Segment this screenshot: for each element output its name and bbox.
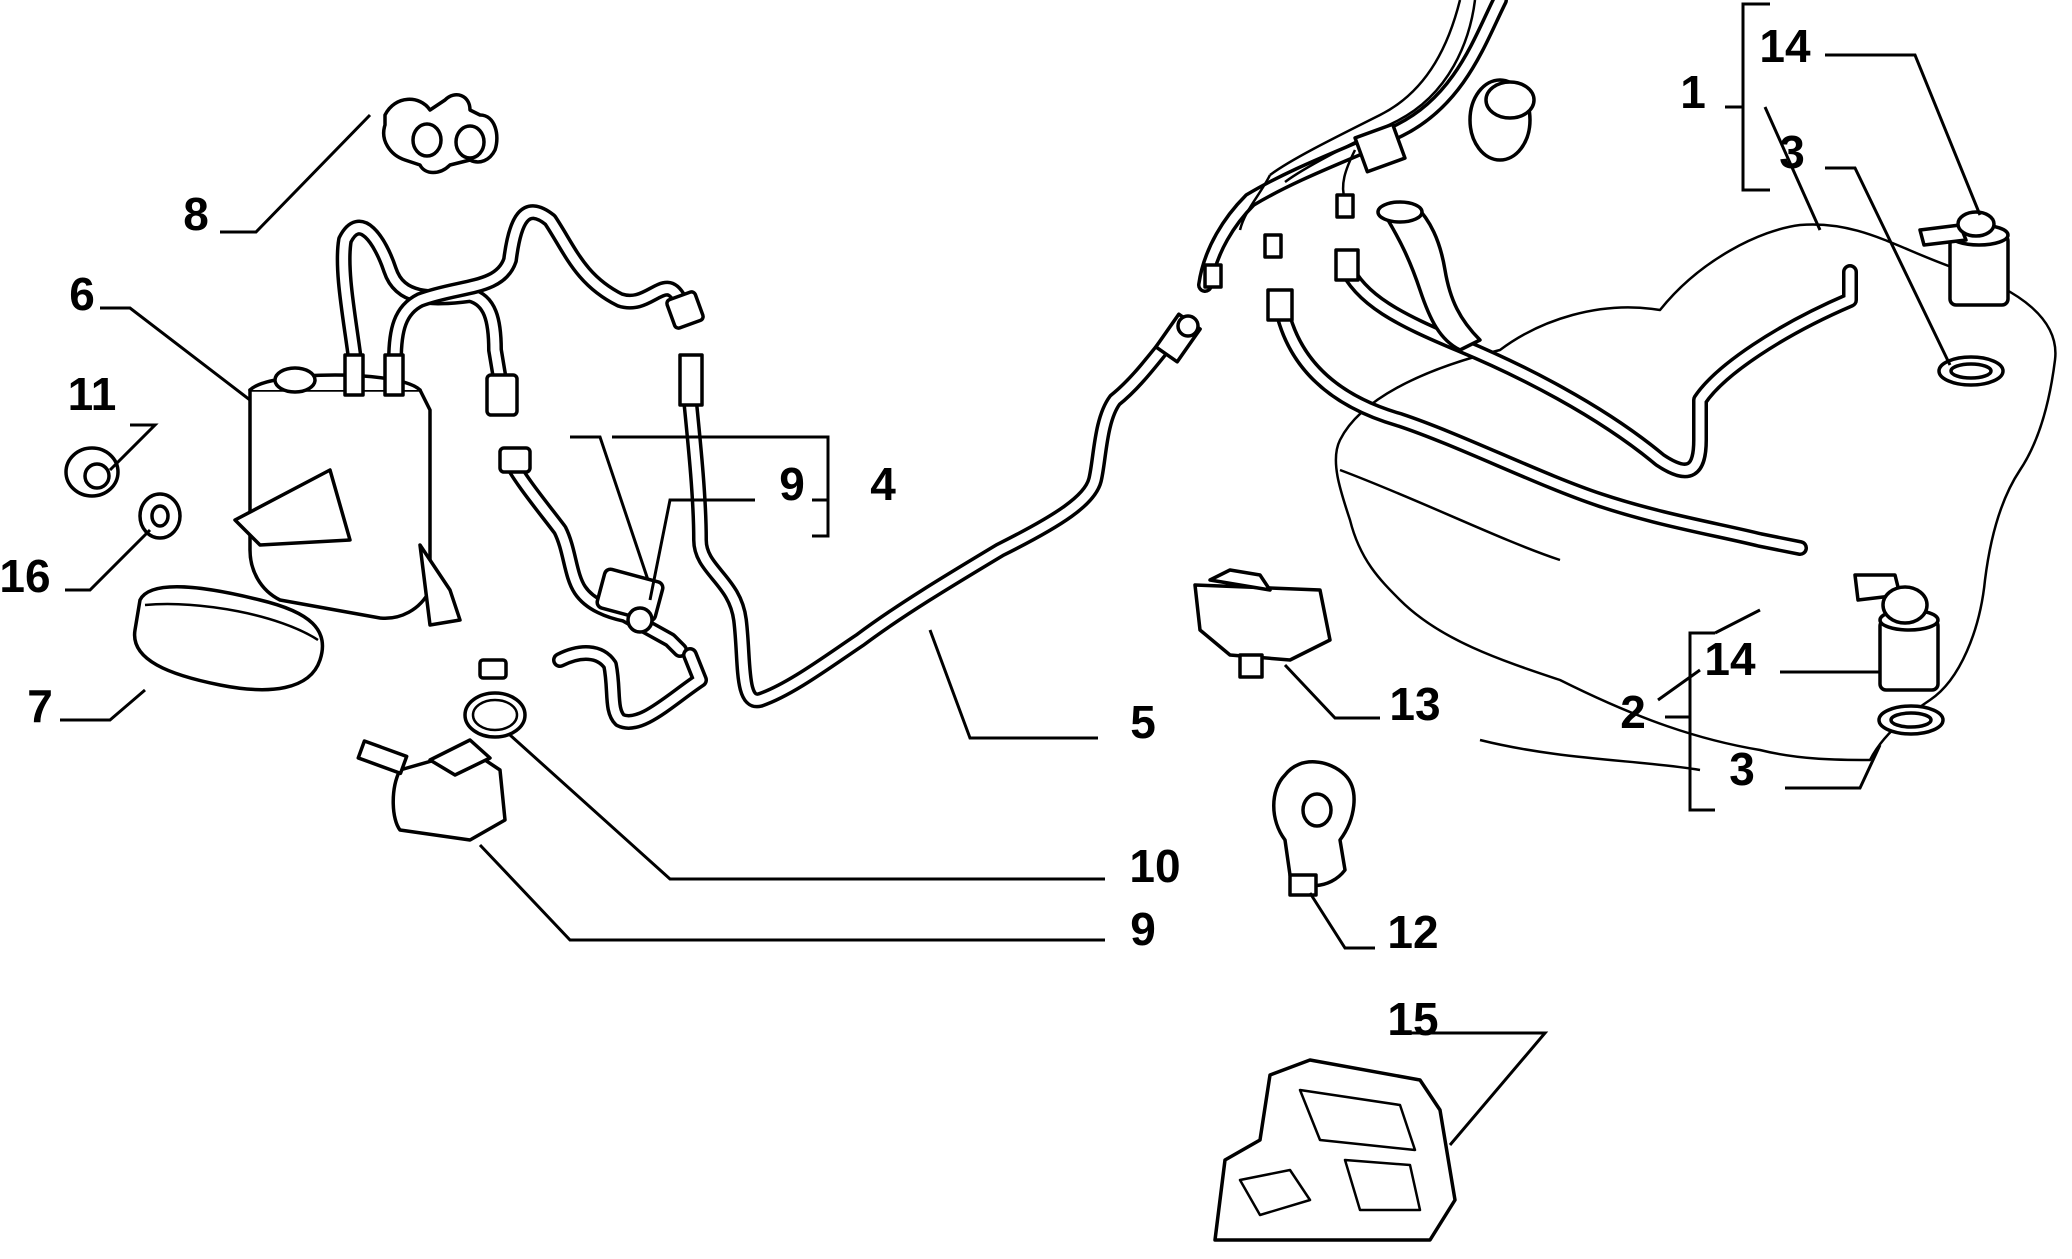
callout-16: 16 [0, 550, 51, 602]
solenoid-13 [1193, 568, 1332, 679]
callout-labels: 1 14 3 8 6 11 9 4 16 7 5 13 2 14 3 10 9 … [0, 20, 1811, 1045]
callout-13: 13 [1389, 678, 1440, 730]
seal-bottom [1877, 704, 1945, 736]
solenoid-valve [356, 738, 507, 842]
fuel-tank-outline [1334, 223, 2057, 772]
washer [138, 492, 182, 540]
canister-cover [132, 585, 325, 692]
callout-12: 12 [1387, 906, 1438, 958]
hose-assembly-4 [498, 446, 708, 730]
double-pipe-clip [382, 93, 499, 175]
leader-lines [60, 2, 1982, 1146]
callout-11: 11 [68, 368, 117, 420]
fuel-pipe-5 [678, 312, 1202, 709]
callout-10: 10 [1129, 840, 1180, 892]
pipe-clip-12 [1272, 760, 1356, 897]
callout-14-top: 14 [1759, 20, 1811, 72]
fuel-pump-bottom [1853, 573, 1940, 692]
tank-pipe-2 [1266, 288, 1808, 556]
evaporative-canister [233, 353, 462, 627]
fuel-pump-top [1918, 210, 2010, 307]
callout-2: 2 [1620, 686, 1646, 738]
seal-top [1937, 355, 2005, 387]
callout-6: 6 [69, 268, 95, 320]
callout-9-bottom: 9 [1130, 903, 1156, 955]
callout-1: 1 [1680, 66, 1706, 118]
callout-15: 15 [1387, 993, 1438, 1045]
callout-3-top: 3 [1779, 126, 1805, 178]
callout-4: 4 [870, 458, 896, 510]
hose-clamp [463, 658, 527, 739]
callout-3-bottom: 3 [1729, 743, 1755, 795]
callout-9-top: 9 [779, 458, 805, 510]
tank-pipe-1 [1334, 248, 1858, 479]
callout-14-bottom: 14 [1704, 633, 1756, 685]
filler-neck [1197, 0, 1536, 293]
canister-hoses [335, 204, 705, 417]
callout-8: 8 [183, 188, 209, 240]
filler-pipe [1376, 200, 1482, 352]
support-bracket [1213, 1058, 1457, 1242]
grommet [64, 446, 120, 498]
callout-5: 5 [1130, 696, 1156, 748]
callout-7: 7 [27, 680, 53, 732]
